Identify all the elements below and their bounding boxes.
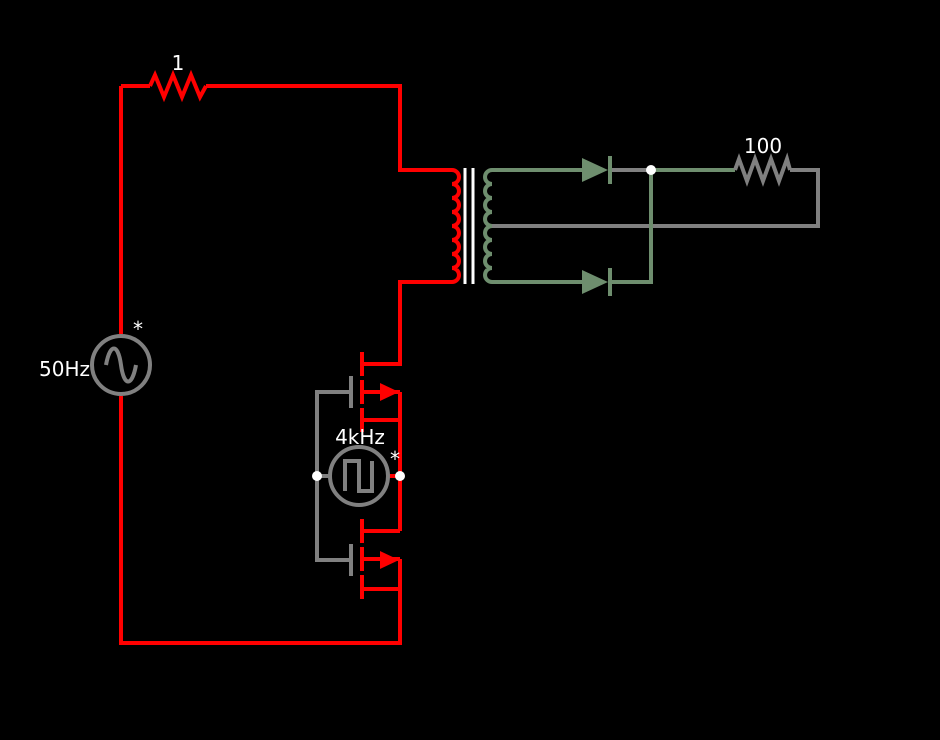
primary-coil	[451, 168, 461, 284]
primary-wires	[119, 84, 452, 645]
square-wave-source[interactable]: 4kHz *	[328, 425, 400, 507]
rectifier-diode-top[interactable]	[582, 156, 612, 184]
mosfet-upper[interactable]	[349, 352, 399, 432]
node-dot-output	[646, 165, 656, 175]
node-dot-gate-right	[395, 471, 405, 481]
secondary-coil	[483, 168, 493, 284]
ac-voltage-source[interactable]: 50Hz *	[39, 317, 152, 396]
sine-wave-icon	[104, 346, 138, 384]
transformer[interactable]	[451, 168, 493, 284]
series-resistor-value: 1	[172, 51, 185, 75]
load-resistor[interactable]: 100	[733, 134, 792, 187]
rectifier-diode-bottom[interactable]	[582, 268, 612, 296]
secondary-wires	[492, 168, 820, 284]
ac-source-marker: *	[133, 317, 143, 341]
clock-source-frequency: 4kHz	[335, 425, 385, 449]
clock-source-marker: *	[390, 447, 400, 471]
mosfet-lower[interactable]	[349, 519, 399, 599]
ac-source-frequency: 50Hz	[39, 357, 90, 381]
square-wave-icon	[343, 459, 374, 493]
series-resistor[interactable]: 1	[148, 51, 208, 103]
node-dot-gate-left	[312, 471, 322, 481]
load-resistor-value: 100	[744, 134, 782, 158]
